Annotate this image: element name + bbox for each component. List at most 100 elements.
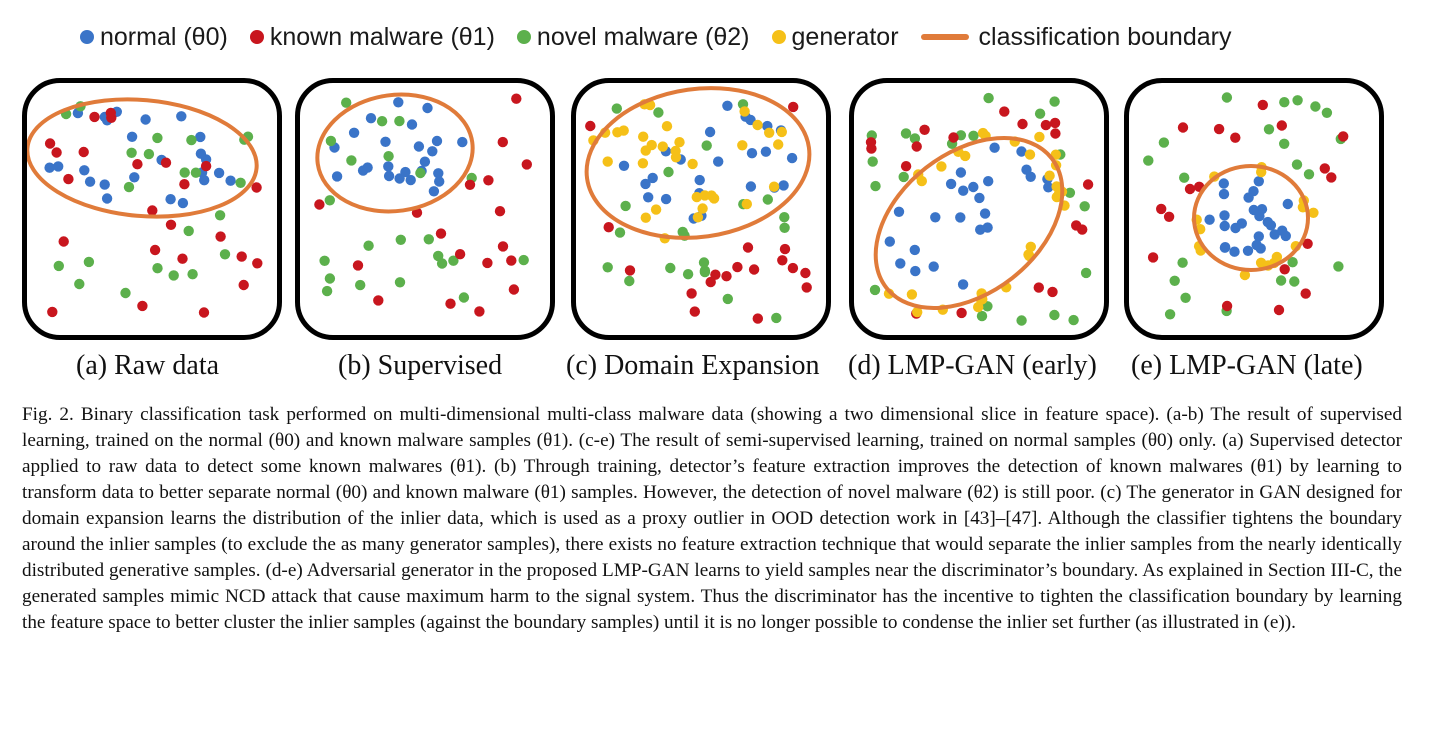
normal-point: [930, 212, 941, 223]
novel-malware-point: [214, 210, 226, 221]
known-malware-point: [506, 255, 517, 266]
generator-point: [752, 119, 763, 131]
novel-malware-point: [698, 257, 710, 268]
normal-dot-icon: [80, 30, 94, 44]
known-malware-point: [200, 160, 212, 172]
normal-point: [79, 165, 90, 176]
known-malware-point: [238, 279, 249, 291]
known-malware-point: [483, 175, 494, 186]
generator-point: [1239, 269, 1251, 281]
novel-malware-point: [779, 212, 790, 223]
normal-point: [99, 179, 110, 190]
known-malware-point: [314, 199, 325, 210]
known-malware-point: [710, 269, 721, 280]
known-malware-point: [494, 206, 506, 217]
known-malware-point: [624, 265, 636, 276]
known-malware-point: [1326, 172, 1337, 183]
novel-malware-point: [870, 180, 881, 192]
generator-dot-icon: [771, 30, 786, 44]
known-malware-point: [603, 222, 614, 233]
normal-point: [380, 136, 391, 147]
novel-malware-point: [190, 167, 202, 178]
normal-point: [419, 156, 431, 167]
novel-malware-dot-icon: [516, 30, 531, 44]
known-malware-point: [497, 241, 509, 252]
panel-e-plot: [1143, 92, 1349, 320]
normal-point: [177, 197, 189, 209]
novel-malware-point: [423, 234, 434, 245]
novel-malware-point: [1292, 95, 1303, 106]
normal-point: [1254, 210, 1265, 222]
normal-point: [760, 146, 772, 157]
panel-caption-d: (d) LMP-GAN (early): [848, 350, 1097, 381]
panel-caption-e: (e) LMP-GAN (late): [1131, 350, 1363, 381]
generator-point: [1034, 131, 1045, 143]
novel-malware-point: [1279, 138, 1290, 149]
known-malware-point: [1273, 304, 1285, 316]
novel-malware-point: [898, 171, 909, 183]
generator-point: [936, 161, 947, 172]
novel-malware-point: [1263, 124, 1275, 135]
normal-point: [1242, 245, 1254, 256]
known-malware-point: [1047, 286, 1058, 298]
novel-malware-point: [1143, 155, 1154, 166]
generator-point: [692, 212, 704, 223]
generator-point: [691, 191, 702, 203]
normal-point: [1218, 178, 1229, 189]
novel-malware-point: [869, 284, 881, 296]
known-malware-point: [800, 267, 811, 279]
novel-malware-point: [363, 240, 374, 251]
known-malware-point: [89, 111, 100, 123]
novel-malware-point: [355, 279, 366, 291]
normal-point: [383, 161, 394, 172]
known-malware-point: [251, 182, 262, 193]
novel-malware-point: [1177, 257, 1188, 268]
generator-point: [1308, 207, 1319, 218]
boundary-line-icon: [920, 34, 969, 40]
known-malware-point: [252, 258, 263, 269]
known-malware-point: [1221, 300, 1233, 312]
normal-point: [195, 148, 207, 159]
legend-boundary: classification boundary: [920, 23, 1231, 52]
figure-caption: Fig. 2. Binary classification task perfo…: [22, 404, 1402, 633]
panel-raw-data: [22, 78, 282, 340]
novel-malware-point: [143, 148, 155, 160]
legend-novel-malware-label: novel malware (θ2): [536, 22, 750, 51]
known-malware-point: [1071, 220, 1082, 231]
novel-malware-point: [1287, 257, 1298, 268]
generator-point: [768, 181, 780, 192]
generator-point: [977, 127, 989, 139]
known-malware-point: [919, 124, 930, 135]
normal-point: [165, 194, 176, 205]
novel-malware-point: [394, 115, 405, 127]
generator-point: [646, 139, 657, 151]
novel-malware-point: [1333, 261, 1344, 272]
novel-malware-point: [653, 107, 664, 118]
panel-c-plot: [584, 86, 812, 324]
generator-point: [764, 127, 775, 138]
known-malware-point: [454, 249, 466, 260]
novel-malware-point: [123, 181, 135, 193]
normal-point: [431, 135, 443, 147]
normal-point: [434, 176, 445, 187]
novel-malware-point: [341, 97, 352, 108]
known-malware-point: [198, 307, 210, 318]
normal-point: [1229, 246, 1240, 257]
known-malware-point: [373, 295, 384, 306]
normal-point: [955, 212, 966, 223]
normal-point: [1277, 225, 1288, 236]
classification-boundary: [873, 136, 1065, 310]
known-malware-point: [58, 236, 69, 247]
generator-point: [661, 121, 673, 132]
novel-malware-point: [1179, 172, 1190, 183]
known-malware-point: [1082, 179, 1094, 190]
novel-malware-point: [376, 116, 388, 127]
known-malware-point: [1300, 288, 1311, 299]
known-malware-point: [147, 205, 158, 216]
known-malware-point: [1163, 211, 1175, 222]
known-malware-point: [497, 136, 508, 148]
novel-malware-point: [1169, 275, 1180, 286]
novel-malware-point: [518, 254, 529, 266]
known-malware-point: [866, 143, 877, 154]
normal-point: [383, 170, 395, 182]
